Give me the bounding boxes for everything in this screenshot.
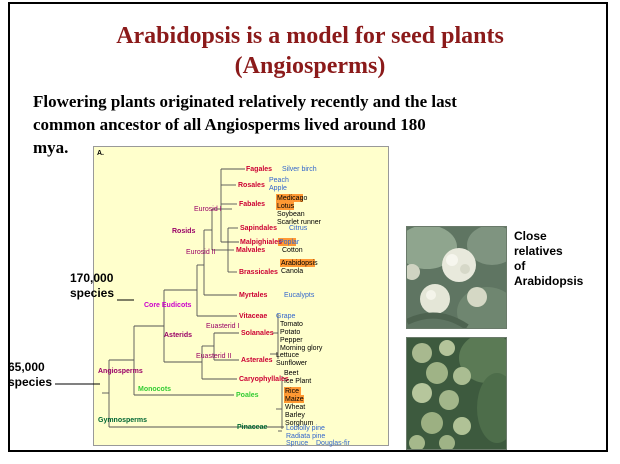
species-lettuce: Lettuce [276,352,299,359]
label-species-2: species [8,375,52,390]
clade-monocots: Monocots [138,386,171,393]
clade-eurosid2: Eurosid II [186,249,216,256]
order-myrtales: Myrtales [239,292,268,299]
relatives-line-2: relatives [514,244,583,259]
species-barley: Barley [285,412,305,419]
species-radiata-pine: Radiata pine [286,433,325,440]
order-caryophyllales: Caryophyllales [239,376,289,383]
species-ice-plant: Ice Plant [284,378,311,385]
order-asterales: Asterales [241,357,273,364]
species-peach: Peach [269,177,289,184]
panel-label: A. [97,150,104,157]
species-rice: Rice [285,388,299,395]
species-eucalypts: Eucalypts [284,292,315,299]
species-douglas-fir: Douglas-fir [316,440,351,447]
body-line-2: common ancestor of all Angiosperms lived… [33,113,573,136]
cauliflower-photo [406,226,507,329]
clade-eurosid1: Eurosid I [194,206,222,213]
label-65000-species: 65,000 species [8,360,52,390]
clade-core-eudicots: Core Eudicots [144,302,192,309]
species-spruce: Spruce [286,440,308,447]
order-malpighiales: Malpighiales [240,239,282,246]
species-cotton: Cotton [282,247,303,254]
species-grape: Grape [276,313,296,320]
clade-angiosperms: Angiosperms [98,368,143,375]
clade-asterids: Asterids [164,332,192,339]
species-lotus: Lotus [277,203,295,210]
brussels-sprouts-photo [406,337,507,450]
species-medicago: Medicago [277,195,307,202]
species-citrus: Citrus [289,225,308,232]
species-silver-birch: Silver birch [282,166,317,173]
order-vitaceae: Vitaceae [239,313,267,320]
species-potato: Potato [280,329,300,336]
slide-title-line2: (Angiosperms) [20,52,600,80]
species-loblolly-pine: Loblolly pine [286,425,325,432]
phylogenetic-tree: A. Fagales Rosales Fabales Malpighiales … [93,146,389,446]
species-poplar: Poplar [279,239,300,246]
body-line-1: Flowering plants originated relatively r… [33,90,573,113]
order-rosales: Rosales [238,182,265,189]
label-170000: 170,000 [70,271,114,286]
relatives-line-3: of [514,259,583,274]
species-apple: Apple [269,185,287,192]
order-fabales: Fabales [239,201,265,208]
species-morning-glory: Morning glory [280,345,323,352]
relatives-line-4: Arabidopsis [514,274,583,289]
order-malvales: Malvales [236,247,265,254]
order-fagales: Fagales [246,166,272,173]
slide-title-line1: Arabidopsis is a model for seed plants [20,22,600,50]
relatives-caption: Close relatives of Arabidopsis [514,229,583,289]
clade-rosids: Rosids [172,228,195,235]
clade-euasterid2: Euasterid II [196,353,231,360]
species-soybean: Soybean [277,211,305,218]
species-wheat: Wheat [285,404,305,411]
label-65000: 65,000 [8,360,52,375]
species-sunflower: Sunflower [276,360,308,367]
order-pinaceae: Pinaceae [237,424,267,431]
species-tomato: Tomato [280,321,303,328]
order-sapindales: Sapindales [240,225,277,232]
species-pepper: Pepper [280,337,303,344]
label-170000-species: 170,000 species [70,271,114,301]
relatives-line-1: Close [514,229,583,244]
order-solanales: Solanales [241,330,274,337]
order-poales: Poales [236,392,259,399]
label-species-1: species [70,286,114,301]
clade-gymnosperms: Gymnosperms [98,417,147,424]
species-canola: Canola [281,268,303,275]
clade-euasterid1: Euasterid I [206,323,240,330]
species-arabidopsis: Arabidopsis [281,260,318,267]
species-beet: Beet [284,370,298,377]
species-maize: Maize [285,396,304,403]
tree-diagram: A. Fagales Rosales Fabales Malpighiales … [94,147,390,447]
order-brassicales: Brassicales [239,269,278,276]
